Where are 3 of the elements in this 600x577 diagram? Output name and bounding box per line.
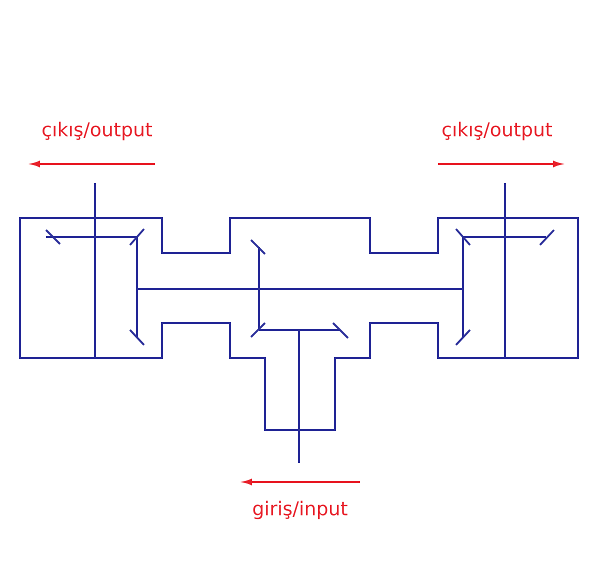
output-label: çıkış/output	[42, 122, 152, 140]
output-label: çıkış/output	[442, 122, 552, 140]
input-label: giriş/input	[253, 500, 348, 520]
